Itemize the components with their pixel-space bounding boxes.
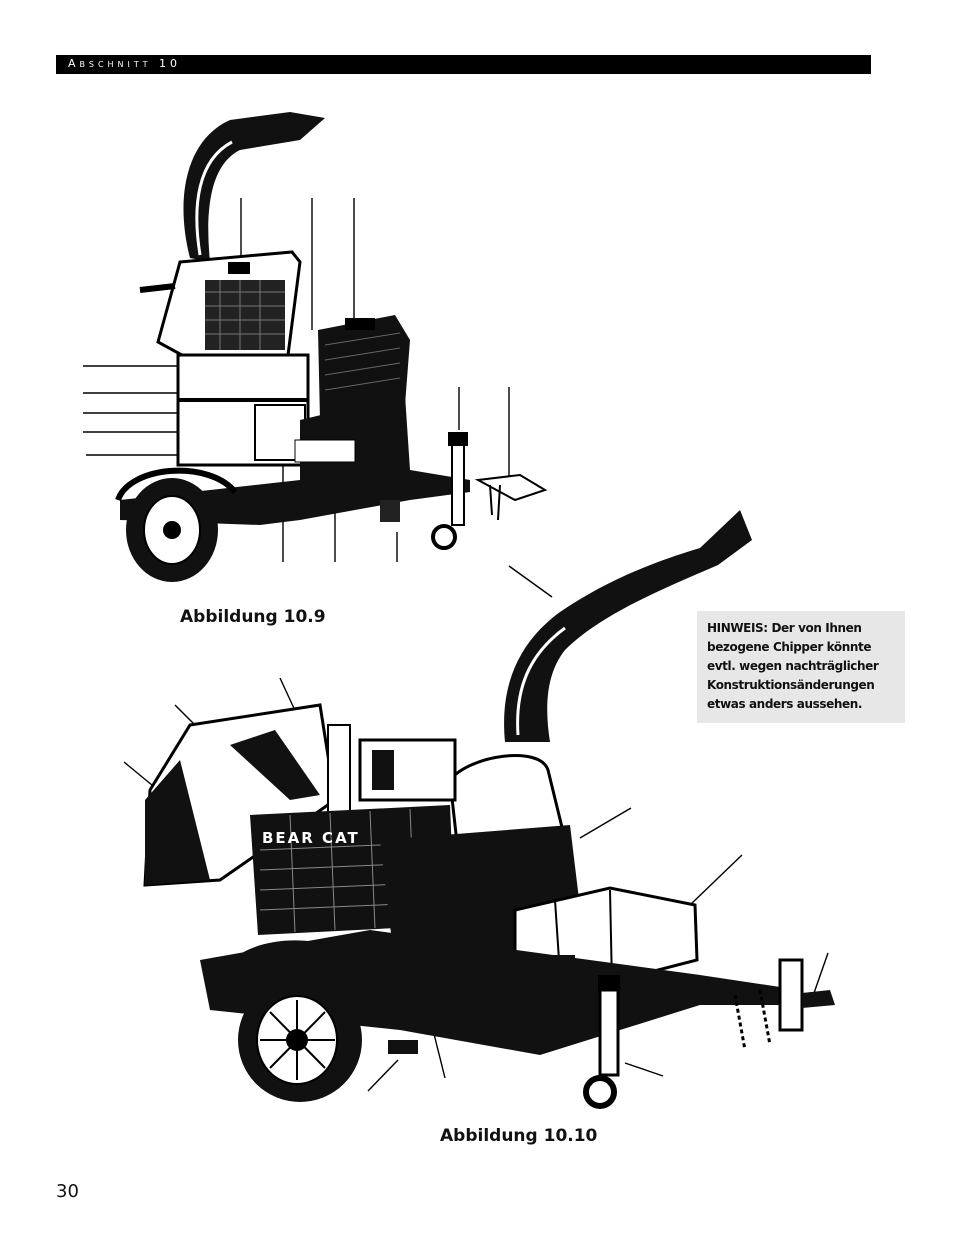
figure-10-9-caption: Abbildung 10.9 — [180, 607, 326, 627]
note-text: HINWEIS: Der von Ihnen bezogene Chipper … — [707, 621, 879, 711]
section-header-bar: Abschnitt 10 — [56, 55, 871, 74]
note-box: HINWEIS: Der von Ihnen bezogene Chipper … — [697, 611, 905, 723]
page-number: 30 — [56, 1181, 79, 1202]
section-label: Abschnitt 10 — [68, 57, 182, 70]
figure-10-10-caption: Abbildung 10.10 — [440, 1126, 598, 1146]
brand-logo-text: BEAR CAT — [262, 829, 360, 847]
